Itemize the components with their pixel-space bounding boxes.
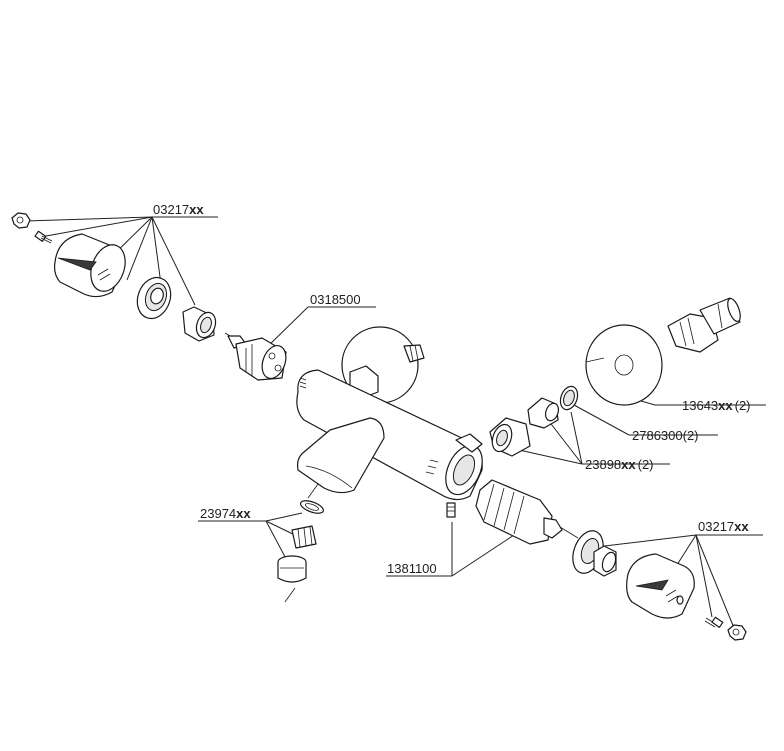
label-rosette: 13643xx(2)	[682, 398, 751, 413]
screw-icon	[34, 230, 53, 244]
threaded-connector-icon	[667, 297, 741, 353]
label-thermo: 1381100	[387, 561, 437, 576]
connector-assembly	[489, 297, 741, 457]
aerator-insert-icon	[291, 525, 317, 549]
filter-screen-icon	[559, 385, 579, 411]
grub-screw-icon	[446, 502, 456, 518]
thermostatic-cartridge-icon	[475, 479, 563, 545]
label-handle-bottom: 03217xx	[698, 519, 749, 534]
aerator-assembly	[277, 500, 325, 583]
label-filter: 2786300(2)	[632, 428, 699, 443]
cap-nut-icon	[11, 212, 31, 229]
top-handle-assembly	[11, 212, 217, 342]
aerator-housing-icon	[277, 555, 307, 583]
adapter-sleeve-icon	[182, 306, 217, 342]
cartridge-icon	[227, 335, 287, 381]
valve-insert-icon	[527, 397, 560, 429]
front-rosette-icon	[585, 324, 663, 406]
handle-knob-icon-2	[626, 553, 695, 619]
washer-icon	[299, 500, 325, 514]
label-cartridge: 0318500	[310, 292, 361, 307]
body-markings	[299, 377, 439, 475]
label-handle-top: 03217xx	[153, 202, 204, 217]
screw-icon-2	[704, 616, 724, 628]
mixer-body-icon	[296, 326, 483, 501]
union-nut-icon	[489, 417, 531, 457]
handle-knob-icon	[53, 233, 126, 298]
label-aerator: 23974xx	[200, 506, 251, 521]
cap-nut-icon-2	[727, 624, 747, 641]
dial-ring-icon	[136, 276, 172, 320]
label-connector-set: 23898xx(2)	[585, 457, 654, 472]
stop-ring-icon	[593, 545, 617, 577]
leader-lines	[25, 216, 766, 629]
bottom-handle-assembly	[572, 530, 747, 641]
part-labels: 03217xx 0318500 13643xx(2) 2786300(2) 23…	[153, 202, 751, 576]
